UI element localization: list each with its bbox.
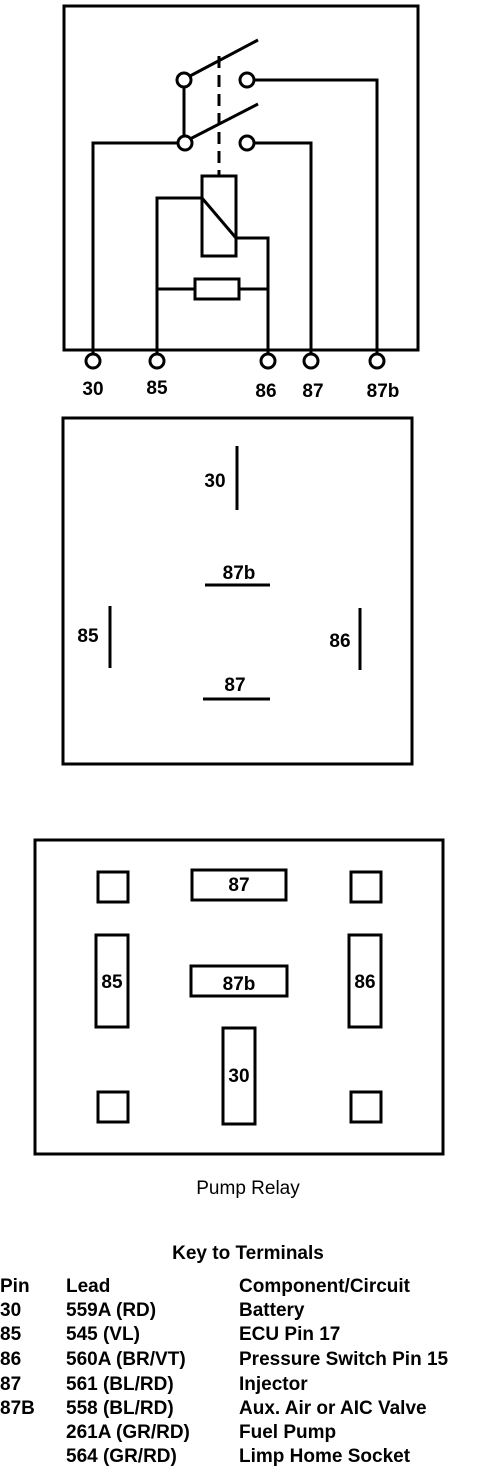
key-component: Aux. Air or AIC Valve bbox=[239, 1398, 427, 1419]
terminal-pin-87b bbox=[368, 352, 386, 370]
key-lead: 558 (BL/RD) bbox=[66, 1398, 174, 1419]
socket-label-87: 87 bbox=[228, 875, 249, 896]
socket-slot-85 bbox=[94, 933, 130, 1029]
table-row: 86 560A (BR/VT) Pressure Switch Pin 15 bbox=[0, 1349, 496, 1373]
socket-slot-30 bbox=[221, 1026, 257, 1126]
relay-schematic bbox=[62, 4, 420, 370]
coil-diagonal bbox=[200, 197, 238, 239]
table-row: 30 559A (RD) Battery bbox=[0, 1300, 496, 1324]
key-component: Limp Home Socket bbox=[239, 1446, 411, 1467]
relay-socket-view bbox=[33, 838, 445, 1156]
wire-86 bbox=[236, 236, 270, 353]
table-row: 564 (GR/RD) Limp Home Socket bbox=[0, 1446, 496, 1470]
wire-87 bbox=[254, 141, 313, 353]
table-row: 87 561 (BL/RD) Injector bbox=[0, 1374, 496, 1398]
key-pin: 87 bbox=[0, 1374, 22, 1395]
key-component: Battery bbox=[239, 1300, 305, 1321]
socket-view-labels: 87 85 87b 86 30 bbox=[101, 875, 375, 1087]
key-lead: 545 (VL) bbox=[66, 1324, 140, 1345]
terminal-pin-85 bbox=[148, 352, 166, 370]
diagram-caption: Pump Relay bbox=[196, 1178, 300, 1199]
top-view-label-87b: 87b bbox=[223, 563, 256, 584]
key-pin: 87B bbox=[0, 1398, 35, 1419]
socket-slot-86 bbox=[347, 933, 383, 1029]
key-header-row: Pin Lead Component/Circuit bbox=[0, 1276, 496, 1300]
terminal-label-87b: 87b bbox=[367, 381, 400, 402]
socket-corner-bottom-left bbox=[96, 1090, 130, 1124]
switch-arm-lower bbox=[189, 102, 259, 141]
socket-slot-87b bbox=[189, 964, 289, 998]
terminal-label-87: 87 bbox=[302, 381, 323, 402]
schematic-terminal-labels: 30 85 86 87 87b bbox=[82, 378, 399, 402]
resistor bbox=[193, 277, 241, 301]
key-pin: 30 bbox=[0, 1300, 22, 1321]
key-lead: 564 (GR/RD) bbox=[66, 1446, 177, 1467]
switch-contact-upper-right bbox=[238, 71, 256, 89]
switch-contact-lower-right bbox=[238, 134, 256, 152]
switch-arm-upper bbox=[189, 38, 259, 78]
wire-87b bbox=[254, 78, 379, 353]
key-title: Key to Terminals bbox=[172, 1243, 324, 1264]
relay-diagrams: 30 85 86 87 87b 30 87b 85 86 87 87 85 87 bbox=[33, 4, 445, 1156]
key-component: Injector bbox=[239, 1374, 308, 1395]
socket-view-housing bbox=[33, 838, 445, 1156]
key-lead: 561 (BL/RD) bbox=[66, 1374, 174, 1395]
key-pin: 86 bbox=[0, 1349, 22, 1370]
socket-corner-top-left bbox=[96, 870, 130, 904]
key-pin: 85 bbox=[0, 1324, 22, 1345]
socket-label-85: 85 bbox=[101, 972, 123, 993]
terminal-label-86: 86 bbox=[255, 381, 276, 402]
switch-contact-upper-left bbox=[175, 71, 193, 89]
terminal-pin-86 bbox=[259, 352, 277, 370]
top-view-label-87: 87 bbox=[224, 675, 245, 696]
wire-30 bbox=[91, 141, 178, 353]
terminal-pin-87 bbox=[302, 352, 320, 370]
key-component: Fuel Pump bbox=[239, 1422, 337, 1443]
key-lead: 559A (RD) bbox=[66, 1300, 157, 1321]
top-view-label-86: 86 bbox=[329, 631, 350, 652]
socket-corner-bottom-right bbox=[349, 1090, 383, 1124]
schematic-housing bbox=[62, 4, 420, 352]
socket-label-86: 86 bbox=[354, 972, 375, 993]
key-component: Pressure Switch Pin 15 bbox=[239, 1349, 449, 1370]
key-header-component: Component/Circuit bbox=[239, 1276, 410, 1297]
socket-slot-87 bbox=[190, 868, 288, 902]
table-row: 85 545 (VL) ECU Pin 17 bbox=[0, 1324, 496, 1348]
top-view-labels: 30 87b 85 86 87 bbox=[77, 471, 350, 696]
wire-85 bbox=[155, 196, 202, 353]
key-lead: 560A (BR/VT) bbox=[66, 1349, 186, 1370]
terminal-label-85: 85 bbox=[146, 378, 168, 399]
socket-label-87b: 87b bbox=[223, 974, 256, 995]
terminal-label-30: 30 bbox=[82, 379, 103, 400]
key-header-pin: Pin bbox=[0, 1276, 30, 1297]
terminal-pin-30 bbox=[84, 352, 102, 370]
key-header-lead: Lead bbox=[66, 1276, 111, 1297]
table-row: 87B 558 (BL/RD) Aux. Air or AIC Valve bbox=[0, 1398, 496, 1422]
table-row: 261A (GR/RD) Fuel Pump bbox=[0, 1422, 496, 1446]
relay-coil bbox=[200, 174, 238, 258]
top-view-label-85: 85 bbox=[77, 626, 99, 647]
socket-corner-top-right bbox=[349, 870, 383, 904]
relay-top-view bbox=[61, 416, 414, 766]
top-view-housing bbox=[61, 416, 414, 766]
key-component: ECU Pin 17 bbox=[239, 1324, 341, 1345]
key-lead: 261A (GR/RD) bbox=[66, 1422, 190, 1443]
top-view-label-30: 30 bbox=[204, 471, 225, 492]
socket-label-30: 30 bbox=[228, 1066, 249, 1087]
